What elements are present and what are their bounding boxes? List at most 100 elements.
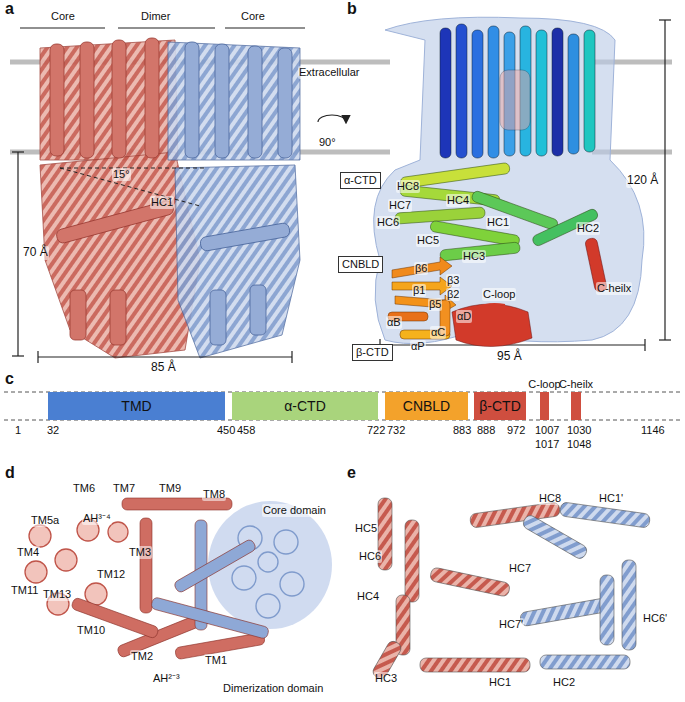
- ctd-dimer-helices: [622, 560, 636, 650]
- structure-label: 1007: [534, 424, 560, 437]
- tmd-helices: [440, 24, 595, 158]
- dimension-arrow: [659, 19, 671, 20]
- core-domain-region: [274, 530, 298, 554]
- domain-segment: CNBLD: [385, 392, 468, 420]
- structure-label: TM5a: [30, 514, 60, 527]
- ctd-dimer-helices: [600, 575, 614, 645]
- tm-helix-circles: [25, 561, 47, 583]
- structure-label: HC2: [576, 222, 600, 235]
- structure-label: Dimer: [140, 10, 171, 23]
- ctd-dimer-helices: [420, 658, 530, 672]
- dimension-arrow: [318, 115, 346, 122]
- domain-segment: C-heilx: [571, 392, 581, 420]
- structure-label: β1: [412, 284, 426, 297]
- structure-label: 732: [386, 424, 406, 437]
- structure-label: TM8: [202, 488, 226, 501]
- domain-name: CNBLD: [403, 398, 450, 414]
- structure-label: Core: [50, 10, 76, 23]
- tm-cylinders: [140, 518, 152, 613]
- structure-label: HC1: [486, 216, 510, 229]
- angle-line: [60, 168, 205, 206]
- panel-letter: a: [4, 0, 15, 18]
- ctd-dimer-helices: [521, 513, 589, 560]
- protomer-salmon: [110, 290, 126, 345]
- domain-name: β-CTD: [356, 346, 389, 358]
- structure-label: HC3: [374, 672, 398, 685]
- structure-label: AH²⁻³: [152, 672, 181, 685]
- core-domain-region: [232, 566, 256, 590]
- structure-label: HC1': [598, 492, 624, 505]
- core-domain-region: [256, 594, 280, 618]
- bracket-line: [20, 27, 105, 28]
- structure-label: TM12: [96, 568, 126, 581]
- tmd-helices: [440, 28, 451, 158]
- dimension-arrow: [12, 151, 24, 152]
- domain-tag-box: CNBLD: [338, 256, 383, 273]
- structure-label: αC: [430, 326, 446, 339]
- structure-label: AH³⁻⁴: [82, 512, 112, 525]
- protomer-blue: [199, 222, 290, 251]
- tm-cylinders: [150, 597, 269, 640]
- structure-label: 15°: [112, 168, 131, 181]
- tm-helix-circles: [108, 522, 128, 542]
- structure-label: TM6: [72, 482, 96, 495]
- structure-label: TM10: [76, 624, 106, 637]
- tmd-helices: [568, 34, 579, 154]
- structure-label: TM9: [158, 482, 182, 495]
- tmd-helices: [584, 30, 595, 152]
- cnbld-sheet: [392, 257, 452, 278]
- ctd-dimer-helices: [519, 597, 610, 626]
- protomer-blue: [168, 42, 300, 358]
- structure-label: β3: [446, 274, 460, 287]
- structure-label: HC7: [508, 562, 532, 575]
- structure-label: HC7': [498, 618, 524, 631]
- structure-label: C-heilx: [596, 282, 632, 295]
- structure-label: Dimerization domain: [222, 682, 324, 695]
- ctd-dimer-helices: [559, 502, 650, 528]
- domain-tag-box: β-CTD: [352, 344, 393, 361]
- domain-segment: C-loop: [540, 392, 549, 420]
- panel-letter: c: [4, 370, 15, 388]
- tm-cylinders: [71, 597, 160, 639]
- ctd-helices: [395, 162, 599, 261]
- structure-label: HC8: [396, 180, 420, 193]
- structure-label: Core: [240, 10, 266, 23]
- panel-letter: d: [4, 464, 16, 482]
- structure-label: 32: [46, 424, 60, 437]
- structure-label: HC6': [642, 612, 668, 625]
- tmd-helices: [472, 30, 483, 158]
- core-domain-region: [280, 572, 304, 596]
- dimension-arrow: [644, 339, 645, 351]
- structure-label: Core domain: [262, 504, 327, 517]
- protomer-blue: [210, 290, 226, 345]
- structure-label: 1048: [566, 438, 592, 451]
- structure-label: αD: [456, 310, 472, 323]
- domain-segment: β-CTD: [474, 392, 526, 420]
- structure-label: 1030: [566, 424, 592, 437]
- protomer-salmon: [80, 42, 94, 158]
- tmd-helices: [488, 26, 499, 158]
- structure-label: TM4: [16, 546, 40, 559]
- structure-label: HC5: [416, 234, 440, 247]
- ctd-dimer-helices: [405, 520, 419, 602]
- protomer-blue: [185, 42, 199, 158]
- ctd-helices: [471, 190, 559, 231]
- structure-label: HC8: [538, 492, 562, 505]
- structure-label: Extracellular: [298, 66, 361, 79]
- surface-blob: [374, 17, 644, 343]
- tm-helix-circles: [55, 549, 77, 571]
- dimension-arrow: [17, 152, 18, 356]
- structure-label: HC5: [354, 522, 378, 535]
- tmd-helices: [536, 30, 547, 156]
- structure-label: 85 Å: [150, 361, 177, 375]
- protomer-blue: [250, 285, 266, 335]
- structure-label: HC1: [150, 196, 174, 209]
- structure-label: β6: [414, 262, 428, 275]
- structure-label: 972: [506, 424, 526, 437]
- dimension-arrow: [37, 351, 38, 363]
- protomer-blue: [248, 46, 262, 158]
- structure-label: 95 Å: [496, 350, 523, 364]
- structure-label: HC6: [358, 550, 382, 563]
- protomer-blue: [168, 42, 300, 160]
- dimension-arrow: [38, 356, 292, 357]
